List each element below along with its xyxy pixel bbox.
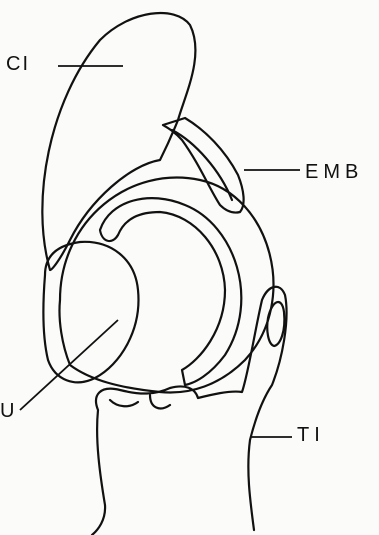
label-emb: EMB xyxy=(305,162,363,182)
label-ci: CI xyxy=(6,54,30,74)
label-ti: TI xyxy=(297,425,325,445)
label-u: U xyxy=(0,401,16,421)
tibia-notch xyxy=(110,395,170,408)
u-leader-line xyxy=(20,320,118,410)
tegulum-inner-ring xyxy=(100,198,241,385)
tibial-apophysis xyxy=(267,302,284,346)
tibia-outline xyxy=(92,287,287,535)
